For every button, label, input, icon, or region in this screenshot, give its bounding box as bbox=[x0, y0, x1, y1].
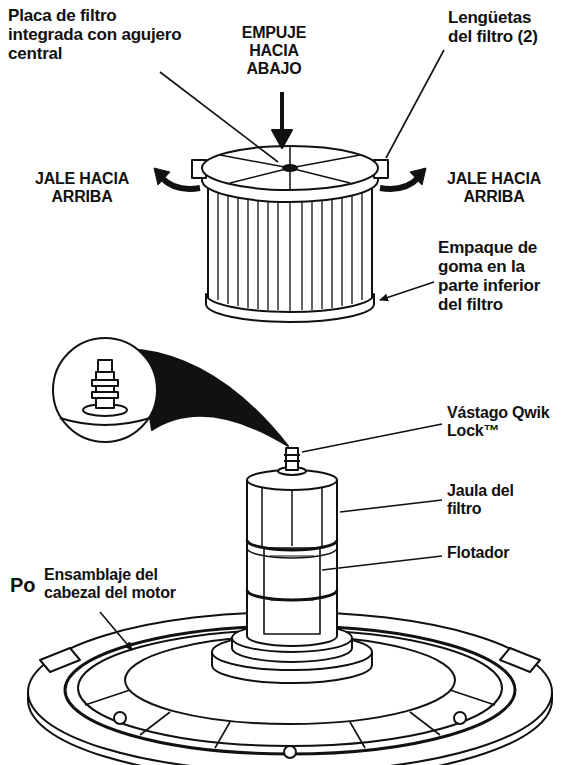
part-label: JALE HACIA ARRIBA bbox=[428, 170, 560, 206]
filter bbox=[192, 146, 388, 322]
part-label: EMPUJE HACIA ABAJO bbox=[228, 24, 320, 78]
filter-cage bbox=[247, 470, 337, 646]
part-label: Lengüetas del filtro (2) bbox=[448, 8, 558, 46]
part-label: Po bbox=[10, 574, 44, 596]
stem-detail-inset bbox=[53, 338, 288, 446]
part-label: Vástago Qwik Lock™ bbox=[447, 404, 551, 440]
part-label: Placa de filtro integrada con agujero ce… bbox=[8, 6, 183, 63]
part-label: JALE HACIA ARRIBA bbox=[16, 170, 148, 206]
qwik-lock-stem bbox=[278, 448, 306, 475]
pull-arrows bbox=[154, 168, 426, 189]
part-label: Empaque de goma en la parte inferior del… bbox=[438, 238, 566, 314]
push-arrow bbox=[272, 92, 292, 148]
part-label: Jaula del filtro bbox=[447, 482, 515, 518]
part-label: Flotador bbox=[447, 544, 557, 562]
part-label: Ensamblaje del cabezal del motor bbox=[44, 566, 196, 602]
leader-lines bbox=[100, 50, 444, 650]
